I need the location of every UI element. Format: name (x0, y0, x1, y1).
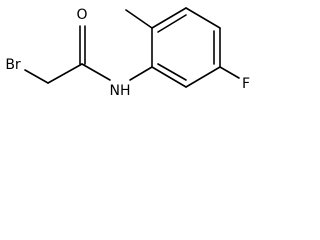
ring-double-bond-1 (157, 14, 187, 33)
ring-bond-5 (185, 66, 221, 88)
ring-bond-2 (151, 7, 187, 29)
bond-nitrogen-ring (129, 66, 153, 81)
atom-label-bromine: Br (5, 57, 21, 73)
bond-ch2-carbonyl (47, 63, 83, 84)
atom-label-fluorine: F (242, 76, 250, 92)
bond-br-ch2 (24, 69, 49, 84)
chemical-structure-diagram: Br O NH F (5, 7, 250, 99)
ring-bond-3 (185, 7, 221, 29)
bond-methyl (125, 9, 153, 29)
bond-ring-fluorine (219, 66, 240, 79)
bond-carbonyl-nitrogen (81, 63, 111, 81)
atom-label-oxygen: O (76, 7, 87, 23)
ring-bond-6 (151, 66, 187, 88)
atom-label-amide-nitrogen: NH (110, 83, 131, 99)
ring-double-bond-3 (157, 63, 187, 81)
